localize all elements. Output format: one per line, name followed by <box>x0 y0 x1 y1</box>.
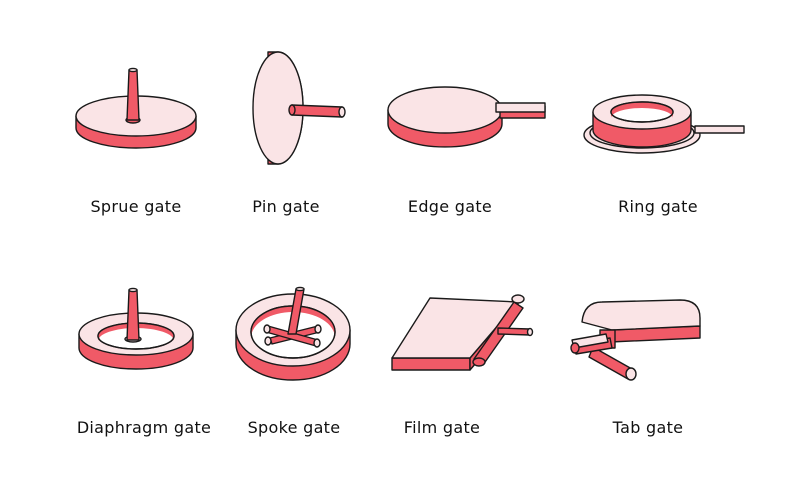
gate-label-diaphragm: Diaphragm gate <box>76 418 212 437</box>
gate-label-film: Film gate <box>403 418 481 437</box>
gate-label-edge: Edge gate <box>407 197 493 216</box>
sprue-gate-icon <box>75 67 197 149</box>
gate-label-sprue: Sprue gate <box>90 197 182 216</box>
gate-label-pin: Pin gate <box>252 197 320 216</box>
tab-gate-icon <box>570 299 701 381</box>
ring-gate-icon <box>583 94 745 154</box>
gate-label-tab: Tab gate <box>612 418 684 437</box>
pin-gate-icon <box>252 51 346 165</box>
diaphragm-gate-icon <box>78 287 194 370</box>
gate-label-ring: Ring gate <box>618 197 698 216</box>
film-gate-icon <box>391 294 534 371</box>
spoke-gate-icon <box>235 286 351 381</box>
edge-gate-icon <box>387 86 546 148</box>
gate-label-spoke: Spoke gate <box>247 418 341 437</box>
